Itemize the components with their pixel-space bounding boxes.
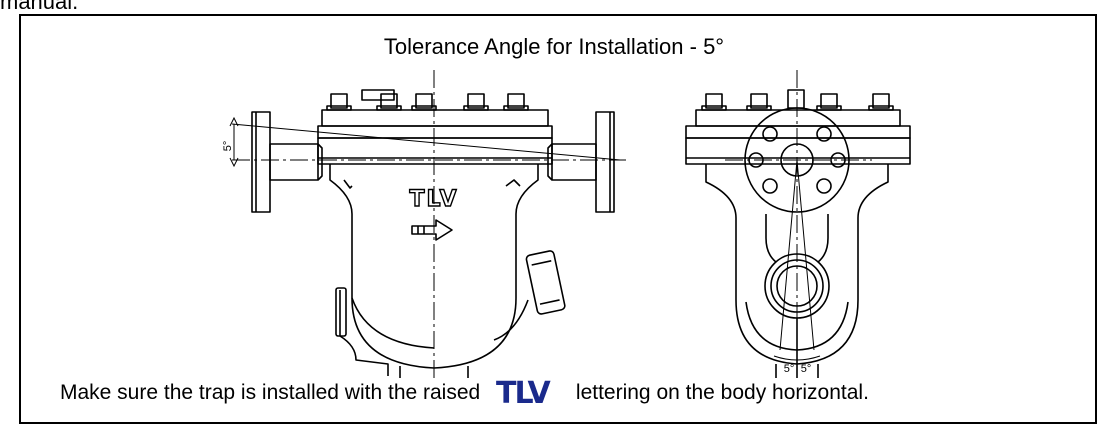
tlv-logo-icon: TLV xyxy=(496,378,553,406)
side-angle-label-left: 5° xyxy=(784,363,795,375)
installation-caption: Make sure the trap is installed with the… xyxy=(60,378,869,408)
tlv-logo-text: TLV xyxy=(496,378,551,406)
caption-text-after: lettering on the body horizontal. xyxy=(575,381,869,404)
front-top-bolts xyxy=(326,89,529,111)
flow-arrow-icon xyxy=(411,219,453,241)
side-angle-label-right: 5° xyxy=(801,363,812,375)
center-lines xyxy=(229,70,872,378)
front-angle-label: 5° xyxy=(222,141,234,152)
front-view xyxy=(251,89,615,378)
caption-text-before: Make sure the trap is installed with the… xyxy=(60,381,481,404)
technical-drawing: TLV 5° 5° 5° xyxy=(222,70,911,378)
figure-title: Tolerance Angle for Installation - 5° xyxy=(383,34,725,59)
body-tlv-lettering: TLV xyxy=(409,187,458,212)
page-text-fragment: manual. xyxy=(0,0,79,14)
side-view xyxy=(685,89,911,378)
